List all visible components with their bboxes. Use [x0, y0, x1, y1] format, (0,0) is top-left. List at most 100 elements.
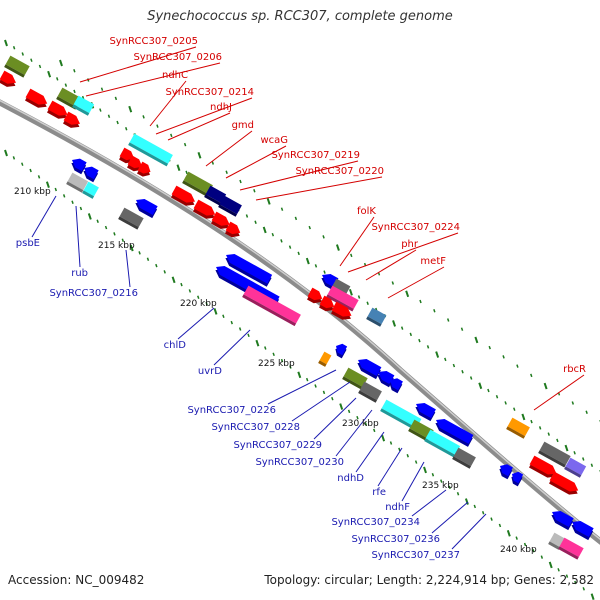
tick-mark: [255, 339, 260, 347]
gene-body: [127, 155, 143, 169]
gene-labels: SynRCC307_0205SynRCC307_0206ndhCSynRCC30…: [14, 36, 586, 561]
tick-mark: [146, 257, 150, 261]
gene-feature: [0, 70, 16, 87]
gene-shadow: [204, 194, 222, 206]
gene-body: [381, 399, 422, 428]
gene-feature: [24, 88, 48, 108]
gene-feature: [4, 55, 30, 78]
tick-mark: [364, 422, 368, 426]
tick-mark: [426, 345, 430, 349]
tick-mark: [87, 213, 92, 220]
gene-feature: [415, 403, 436, 422]
leader-line: [451, 513, 487, 550]
tick-mark: [262, 226, 267, 234]
tick-mark: [322, 235, 325, 239]
tick-mark: [280, 207, 284, 211]
tick-mark: [205, 301, 208, 306]
gene-body: [319, 351, 332, 365]
gene-label-reverse: SynRCC307_0216: [49, 288, 138, 299]
tick-mark: [116, 120, 119, 125]
gene-feature: [126, 155, 143, 172]
tick-mark: [280, 239, 283, 243]
tick-mark: [461, 370, 464, 374]
tick-mark: [521, 413, 526, 421]
leader-line: [291, 381, 351, 422]
tick-mark: [473, 504, 477, 509]
gene-feature: [83, 166, 99, 183]
gene-feature: [242, 285, 301, 327]
topology-text: Topology: circular; Length: 2,224,914 bp…: [264, 573, 594, 587]
gene-feature: [224, 221, 241, 238]
leader-line: [177, 307, 215, 340]
leader-line: [125, 249, 131, 288]
gene-label-reverse: ndhF: [385, 502, 410, 513]
gene-shadow: [564, 466, 582, 478]
gene-body: [0, 70, 16, 84]
leader-line: [335, 409, 373, 457]
tick-mark: [513, 407, 516, 411]
tick-mark: [530, 419, 533, 424]
gene-label-reverse: SynRCC307_0230: [255, 457, 344, 468]
tick-mark: [405, 290, 410, 298]
tick-mark: [230, 320, 233, 325]
gene-shadow: [506, 426, 526, 439]
gene-shadow: [326, 294, 354, 312]
gene-feature: [318, 295, 335, 312]
tick-mark: [96, 219, 99, 223]
gene-label-forward: phr: [401, 239, 419, 250]
gene-shadow: [342, 376, 363, 390]
gene-body: [67, 172, 89, 191]
gene-shadow: [82, 190, 95, 199]
tick-mark: [142, 115, 145, 119]
tick-mark: [211, 161, 215, 165]
tick-mark: [418, 338, 421, 343]
gene-feature: [135, 199, 158, 219]
gene-feature: [551, 511, 574, 531]
tick-mark: [4, 39, 8, 47]
gene-feature: [204, 185, 227, 206]
tick-mark: [448, 485, 451, 490]
gene-body: [409, 419, 434, 440]
gene-shadow: [358, 390, 378, 403]
tick-mark: [460, 327, 464, 331]
tick-mark: [590, 463, 594, 468]
gene-shadow: [4, 64, 25, 78]
gene-label-forward: ndhJ: [210, 102, 232, 113]
tick-mark: [331, 396, 334, 401]
tick-mark: [347, 409, 351, 414]
tick-mark: [4, 149, 8, 157]
position-label: 215 kbp: [98, 241, 135, 251]
gene-feature: [357, 359, 382, 380]
gene-body: [565, 457, 587, 476]
tick-mark: [487, 388, 490, 393]
gene-label-forward: rbcR: [563, 364, 586, 375]
gene-feature: [358, 381, 382, 403]
tick-mark: [12, 45, 16, 50]
gene-feature: [136, 161, 151, 177]
tick-mark: [357, 295, 361, 299]
tick-mark: [440, 479, 443, 483]
gene-feature: [170, 185, 195, 206]
tick-mark: [464, 498, 469, 505]
position-label: 210 kbp: [14, 187, 51, 197]
gene-body: [507, 417, 530, 437]
gene-body: [119, 147, 135, 161]
gene-body: [327, 285, 359, 309]
tick-mark: [113, 232, 116, 236]
tick-mark: [504, 401, 507, 405]
gene-feature: [128, 133, 173, 167]
tick-mark: [114, 96, 118, 101]
gene-label-reverse: SynRCC307_0236: [351, 534, 440, 545]
gene-label-reverse: psbE: [16, 238, 40, 249]
gene-label-forward: SynRCC307_0206: [133, 52, 222, 63]
tick-mark: [289, 365, 292, 369]
gene-feature: [72, 95, 95, 116]
gene-body: [211, 211, 230, 226]
tick-mark: [264, 346, 267, 350]
tick-mark: [565, 574, 569, 578]
tick-mark: [297, 251, 300, 256]
gene-shadow: [66, 181, 84, 193]
gene-shadow: [72, 104, 90, 116]
gene-body: [416, 403, 436, 419]
